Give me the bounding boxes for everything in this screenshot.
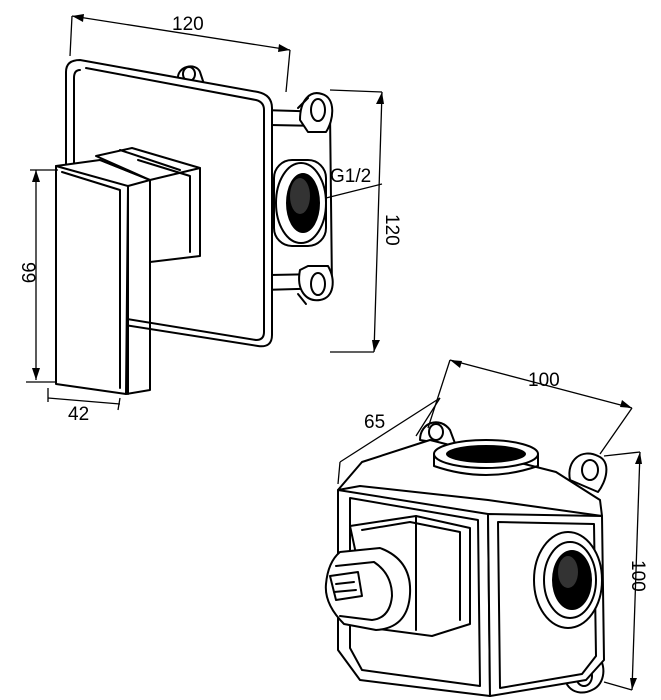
label-front-height: 120 — [381, 214, 402, 246]
iso-spindle — [324, 547, 412, 631]
dim-height-120 — [329, 89, 384, 353]
outlet-port — [273, 159, 327, 247]
thread-leader — [325, 183, 383, 199]
label-iso-height: 100 — [627, 560, 648, 592]
label-iso-depth: 65 — [364, 412, 385, 433]
dim-iso-height-100 — [603, 451, 642, 691]
lever-handle — [55, 159, 151, 395]
iso-box-top — [337, 439, 603, 517]
label-handle-depth: 42 — [68, 404, 89, 425]
dim-width-120 — [69, 14, 291, 93]
iso-outlet-port — [533, 531, 603, 629]
mounting-lug-bottom-right — [297, 265, 334, 305]
label-front-width: 120 — [172, 14, 204, 35]
dim-handle-99 — [26, 169, 58, 383]
iso-view-assembly: 100 65 100 — [324, 359, 648, 697]
mounting-lug-top-right — [297, 92, 334, 133]
iso-lug-top-right — [568, 452, 608, 493]
dim-iso-width-100 — [427, 359, 633, 455]
dim-handle-42 — [47, 388, 121, 411]
label-thread: G1/2 — [330, 166, 371, 187]
label-iso-width: 100 — [528, 370, 560, 391]
dim-iso-depth-65 — [337, 397, 441, 485]
front-view-assembly: 120 G1/2 120 99 42 — [17, 14, 402, 425]
label-handle-height: 99 — [17, 262, 38, 283]
